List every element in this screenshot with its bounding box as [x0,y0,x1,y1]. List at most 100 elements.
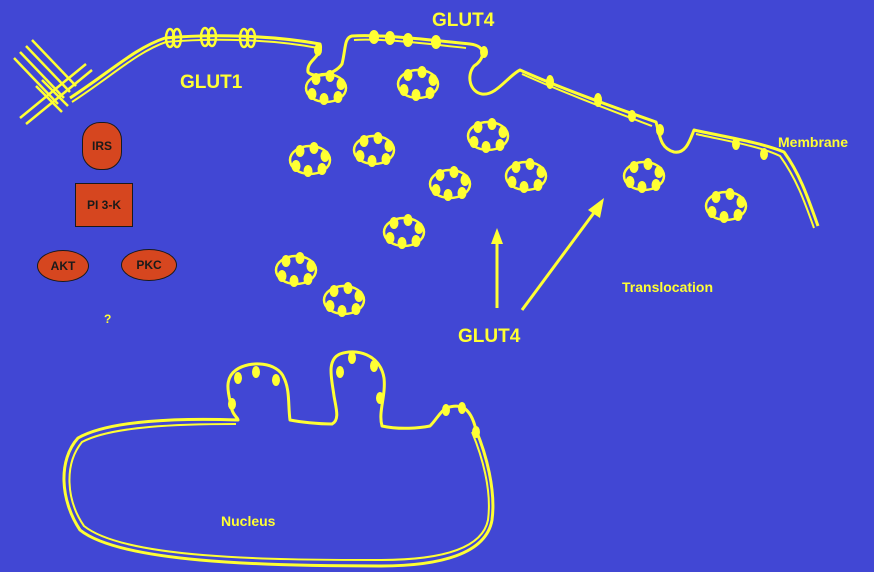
glut4-vesicle [506,158,546,193]
glut4-unit [537,166,546,178]
glut4-vesicle [276,252,316,287]
translocation-arrows [491,198,604,310]
glut4-unit [470,136,479,148]
glut4-unit [712,191,721,203]
glut4-unit [374,132,383,144]
glut4-vesicle [430,166,470,201]
glut4-unit [304,273,313,285]
glut4-unit [734,209,743,221]
glut4-unit [398,237,407,249]
glut4-unit [644,158,653,170]
glut4-vesicle [706,188,746,223]
glut4-unit [321,150,330,162]
glut4-unit [368,155,377,167]
glut4-unit [352,303,361,315]
glut4-unit [708,206,717,218]
glut4-unit [412,89,421,101]
glut4-vesicle [398,66,438,101]
glut4-unit [630,161,639,173]
irs-node: IRS [82,122,122,170]
glut4-vesicle [354,132,394,167]
nucleus-envelope-inner [69,424,488,560]
glut4-unit [312,73,321,85]
plasma-membrane-inner [72,40,814,228]
label-glut1: GLUT1 [180,72,242,94]
glut4-unit [461,174,470,186]
glut4-unit [382,153,391,165]
insulin-receptor [14,40,92,124]
glut4-unit [356,150,365,162]
glut4-unit [338,305,347,317]
glut4-unit [426,87,435,99]
glut4-unit [534,179,543,191]
glut4-vesicle [384,214,424,249]
glut4-unit [290,275,299,287]
glut4-unit [307,260,316,272]
glut4-unit [474,121,483,133]
label-glut4-top: GLUT4 [432,10,494,32]
glut4-unit [310,142,319,154]
glut4-unit [385,140,394,152]
glut4-unit [308,88,317,100]
glut4-unit [404,214,413,226]
glut4-vesicle [290,142,330,177]
glut4-unit [412,235,421,247]
membrane-glut4-units [314,30,768,160]
glut4-unit [344,282,353,294]
glut4-unit [655,166,664,178]
glut4-unit [526,158,535,170]
glut4-unit [726,188,735,200]
glut4-vesicle [324,282,364,317]
glut4-unit [282,255,291,267]
glut4-unit [482,141,491,153]
glut4-unit [292,160,301,172]
glut4-unit [400,84,409,96]
glut4-unit [355,290,364,302]
glut4-unit [638,181,647,193]
glut4-unit [652,179,661,191]
glut4-unit [337,78,346,90]
glut4-unit [390,217,399,229]
glut4-unit [626,176,635,188]
glut4-unit [326,70,335,82]
glut4-unit [330,285,339,297]
glut4-unit [450,166,459,178]
glut4-unit [720,211,729,223]
glut4-unit [296,145,305,157]
glut4-unit [415,222,424,234]
glut4-unit [318,163,327,175]
pkc-node: PKC [121,249,177,281]
glut4-unit [386,232,395,244]
glut4-unit [436,169,445,181]
glut4-unit [304,165,313,177]
glut4-unit [499,126,508,138]
glut4-unit [320,93,329,105]
glut4-unit [360,135,369,147]
label-membrane: Membrane [778,134,848,150]
glut4-unit [520,181,529,193]
glut4-unit [404,69,413,81]
label-question: ? [104,312,111,326]
akt-node: AKT [37,250,89,282]
glut4-unit [278,270,287,282]
glut4-vesicle [468,118,508,153]
glut4-unit [432,184,441,196]
label-translocation: Translocation [622,279,713,295]
label-glut4-bottom: GLUT4 [458,326,520,348]
glut4-unit [458,187,467,199]
glut4-vesicle [624,158,664,193]
glut4-unit [508,176,517,188]
glut4-unit [737,196,746,208]
pi3k-node: PI 3-K [75,183,133,227]
glut4-unit [512,161,521,173]
glut4-unit [429,74,438,86]
glut4-unit [418,66,427,78]
label-nucleus: Nucleus [221,513,275,529]
glut4-unit [444,189,453,201]
glut4-unit [326,300,335,312]
glut4-unit [488,118,497,130]
glut4-unit [296,252,305,264]
glut4-unit [334,91,343,103]
glut4-unit [496,139,505,151]
